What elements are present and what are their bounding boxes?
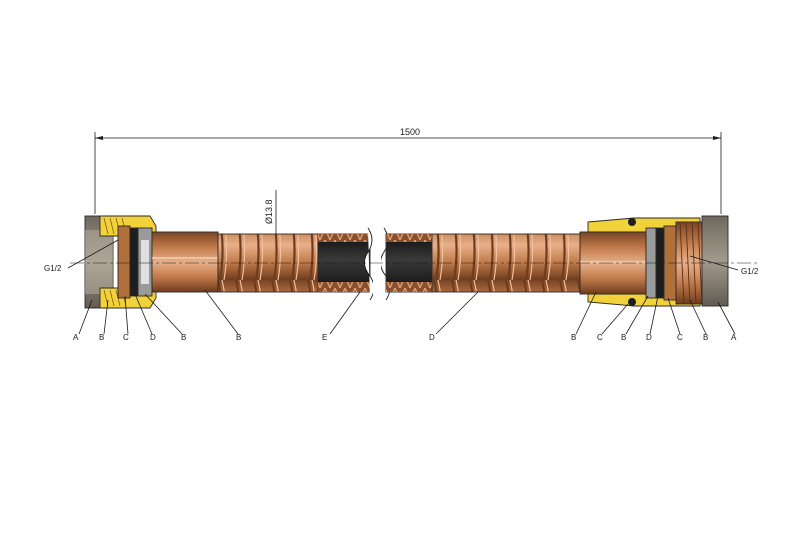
length-dimension-label: 1500 <box>400 127 420 137</box>
thread-callout-right: G1/2 <box>689 255 759 276</box>
thread-label-left: G1/2 <box>44 264 62 273</box>
callout-left-6: B <box>236 333 241 342</box>
diameter-dimension-label: Ø13.8 <box>264 199 274 224</box>
callout-left-5: B <box>181 333 186 342</box>
callout-middle-2: D <box>429 333 435 342</box>
callout-left-1: A <box>73 333 79 342</box>
thread-label-right: G1/2 <box>741 267 759 276</box>
callout-right-4: D <box>646 333 652 342</box>
callout-left-3: C <box>123 333 129 342</box>
length-dimension: 1500 <box>94 127 722 214</box>
callout-left-2: B <box>99 333 104 342</box>
left-fitting <box>84 215 219 309</box>
callout-right-7: A <box>731 333 737 342</box>
callout-middle-1: E <box>322 333 327 342</box>
callout-right-3: B <box>621 333 626 342</box>
callout-left-4: D <box>150 333 156 342</box>
callouts-left: A B C D B B <box>73 289 241 342</box>
callouts-right: B C B D C B A <box>571 291 737 342</box>
thread-callout-left: G1/2 <box>44 239 119 273</box>
callout-right-2: C <box>597 333 603 342</box>
callout-right-6: B <box>703 333 708 342</box>
callouts-middle: E D <box>322 291 479 342</box>
callout-right-5: C <box>677 333 683 342</box>
diameter-dimension: Ø13.8 <box>264 190 277 234</box>
callout-right-1: B <box>571 333 576 342</box>
